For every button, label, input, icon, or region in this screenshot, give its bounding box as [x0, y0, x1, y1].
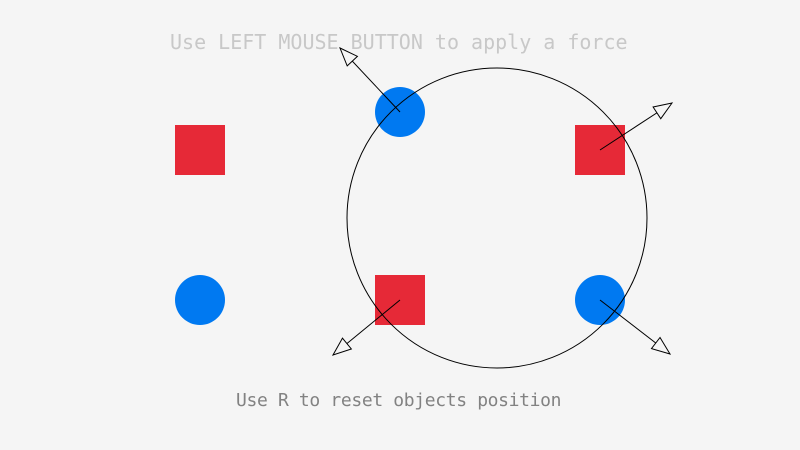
blue-ball-bottom-left[interactable] [175, 275, 225, 325]
force-arrow-head [650, 336, 672, 355]
force-arrow-head [652, 102, 674, 120]
red-box-top-left[interactable] [175, 125, 225, 175]
force-arrow-head [331, 337, 353, 356]
instruction-reset: Use R to reset objects position [236, 390, 562, 411]
force-arrow-head [339, 46, 359, 67]
instruction-apply-force: Use LEFT MOUSE BUTTON to apply a force [170, 30, 628, 54]
boundary-circle [346, 67, 648, 369]
